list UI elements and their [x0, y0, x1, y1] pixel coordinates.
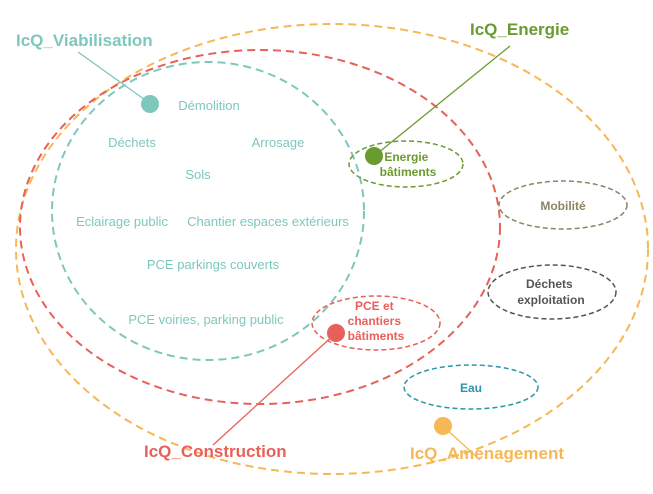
- title-viabilisation: IcQ_Viabilisation: [16, 31, 153, 50]
- viabilisation-marker: [141, 95, 159, 113]
- construction-zone: [19, 49, 501, 405]
- amenagement-zone: [15, 23, 649, 475]
- mobilite-bubble: [498, 180, 628, 230]
- item-dechets: Déchets: [108, 135, 156, 150]
- energie-batiments-bubble: [348, 140, 464, 188]
- title-construction: IcQ_Construction: [144, 442, 287, 461]
- item-arrosage: Arrosage: [252, 135, 305, 150]
- item-eclairage-public: Eclairage public: [76, 214, 168, 229]
- eau-label: Eau: [460, 381, 482, 395]
- dechets-exploitation-label: Déchets exploitation: [517, 277, 584, 307]
- item-sols: Sols: [185, 167, 211, 182]
- eau-bubble: [403, 364, 539, 410]
- dechets-exploitation-bubble: [487, 264, 617, 320]
- energie-batiments-label: Energie bâtiments: [380, 150, 437, 179]
- viabilisation-zone: [51, 61, 365, 361]
- title-amenagement: IcQ_Aménagement: [410, 444, 564, 463]
- title-energie: IcQ_Energie: [470, 20, 569, 39]
- item-pce-parkings-couverts: PCE parkings couverts: [147, 257, 280, 272]
- pce-chantiers-bubble: [311, 295, 441, 351]
- amenagement-leader-line: [443, 426, 481, 461]
- item-chantier-espaces-exterieurs: Chantier espaces extérieurs: [187, 214, 349, 229]
- construction-marker: [327, 324, 345, 342]
- amenagement-marker: [434, 417, 452, 435]
- viabilisation-leader-line: [77, 51, 149, 103]
- construction-leader-line: [212, 332, 337, 446]
- pce-chantiers-label: PCE et chantiers bâtiments: [348, 299, 405, 343]
- item-demolition: Démolition: [178, 98, 239, 113]
- energie-marker: [365, 147, 383, 165]
- energie-leader-line: [377, 45, 511, 154]
- item-pce-voiries: PCE voiries, parking public: [128, 312, 284, 327]
- mobilite-label: Mobilité: [540, 199, 586, 213]
